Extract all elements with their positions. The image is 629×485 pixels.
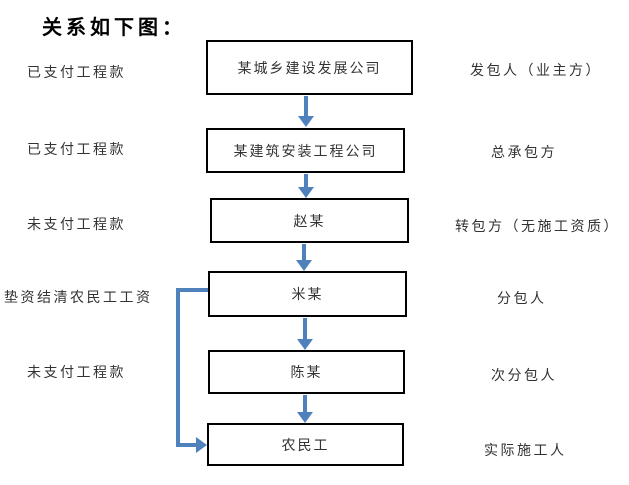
right-label-transferor: 转包方（无施工资质） [455, 219, 620, 235]
flow-node-migrant-workers: 农民工 [207, 423, 404, 466]
down-arrow-icon [297, 318, 313, 350]
flow-node-general-contractor: 某建筑安装工程公司 [206, 128, 405, 173]
arrowhead-icon [296, 260, 312, 271]
flow-node-label: 农民工 [281, 437, 330, 454]
bypass-connector-bottom-segment [176, 443, 197, 447]
right-label-employer: 发包人（业主方） [470, 63, 602, 79]
down-arrow-icon [296, 244, 312, 271]
flow-node-label: 某城乡建设发展公司 [237, 60, 382, 77]
left-label-unpaid-2: 未支付工程款 [27, 365, 126, 381]
flow-node-label: 陈某 [290, 365, 323, 381]
arrowhead-icon [297, 412, 313, 423]
page-title: 关系如下图： [42, 15, 186, 39]
arrow-shaft [304, 96, 308, 116]
flow-node-transferor: 赵某 [210, 198, 409, 243]
down-arrow-icon [298, 174, 314, 198]
right-label-sub-subcontractor: 次分包人 [491, 368, 557, 384]
bypass-connector-arrowhead-icon [196, 437, 207, 453]
arrowhead-icon [297, 339, 313, 350]
left-label-unpaid-1: 未支付工程款 [27, 217, 126, 233]
arrow-shaft [303, 395, 307, 412]
left-label-advance-wages: 垫资结清农民工工资 [4, 290, 153, 306]
flow-node-label: 赵某 [293, 213, 326, 230]
arrow-shaft [304, 174, 308, 187]
flow-node-label: 米某 [291, 287, 324, 303]
right-label-actual-constructor: 实际施工人 [484, 443, 567, 459]
arrowhead-icon [298, 116, 314, 127]
bypass-connector-vertical-segment [176, 288, 180, 447]
left-label-paid-1: 已支付工程款 [27, 65, 126, 81]
arrowhead-icon [298, 187, 314, 198]
arrow-shaft [302, 244, 306, 260]
left-label-paid-2: 已支付工程款 [27, 142, 126, 158]
flow-node-subcontractor: 米某 [208, 271, 407, 317]
flow-node-employer: 某城乡建设发展公司 [206, 40, 413, 95]
bypass-connector-top-segment [176, 288, 208, 292]
flow-node-label: 某建筑安装工程公司 [233, 143, 378, 160]
right-label-general-contractor: 总承包方 [491, 145, 557, 161]
flow-node-sub-subcontractor: 陈某 [208, 350, 405, 394]
right-label-subcontractor: 分包人 [497, 291, 547, 307]
arrow-shaft [303, 318, 307, 339]
down-arrow-icon [297, 395, 313, 423]
down-arrow-icon [298, 96, 314, 127]
